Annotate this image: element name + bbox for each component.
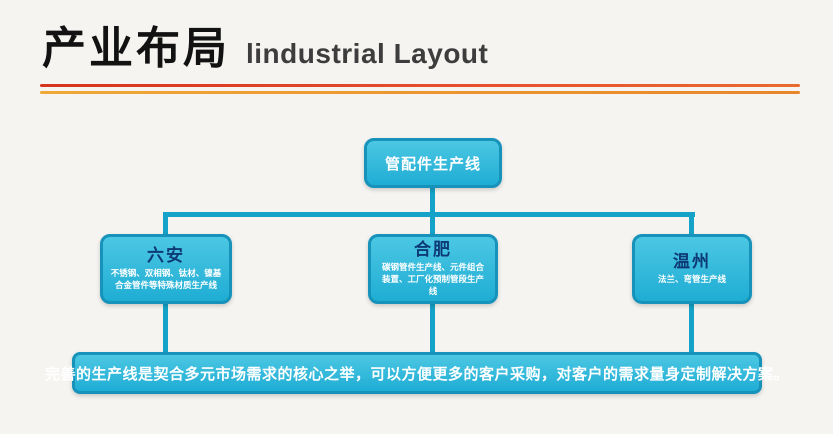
page-title-chinese: 产业布局: [42, 24, 230, 73]
connector-luan-vertical: [163, 212, 168, 238]
divider-line-orange: [40, 91, 800, 94]
child-node-hefei: 合肥 碳钢管件生产线、元件组合装置、工厂化预制管段生产线: [368, 234, 498, 304]
summary-banner: 完善的生产线是契合多元市场需求的核心之举，可以方便更多的客户采购，对客户的需求量…: [45, 352, 789, 394]
summary-banner-text: 完善的生产线是契合多元市场需求的核心之举，可以方便更多的客户采购，对客户的需求量…: [45, 365, 790, 383]
root-node-label: 管配件生产线: [384, 155, 481, 173]
connector-hefei-vertical: [430, 212, 435, 238]
child-node-wenzhou: 温州 法兰、弯管生产线: [632, 234, 752, 304]
connector-hefei-down: [430, 302, 435, 354]
child-node-title: 温州: [673, 251, 711, 271]
child-node-description: 法兰、弯管生产线: [657, 274, 726, 285]
connector-wenzhou-down: [689, 302, 694, 354]
page-title-english: lindustrial Layout: [246, 38, 489, 69]
child-node-title: 六安: [147, 245, 185, 265]
divider-line-red: [40, 84, 800, 87]
child-node-title: 合肥: [414, 239, 452, 259]
connector-root-vertical: [430, 186, 435, 216]
connector-wenzhou-vertical: [689, 212, 694, 238]
child-node-luan: 六安 不锈钢、双相钢、钛材、镍基合金管件等特殊材质生产线: [100, 234, 232, 304]
root-node-pipe-fittings-line: 管配件生产线: [364, 138, 502, 188]
child-node-description: 不锈钢、双相钢、钛材、镍基合金管件等特殊材质生产线: [110, 268, 222, 291]
child-node-description: 碳钢管件生产线、元件组合装置、工厂化预制管段生产线: [381, 262, 484, 297]
page-header: 产业布局 lindustrial Layout: [42, 12, 488, 76]
connector-luan-down: [163, 302, 168, 354]
connector-horizontal: [163, 212, 695, 217]
